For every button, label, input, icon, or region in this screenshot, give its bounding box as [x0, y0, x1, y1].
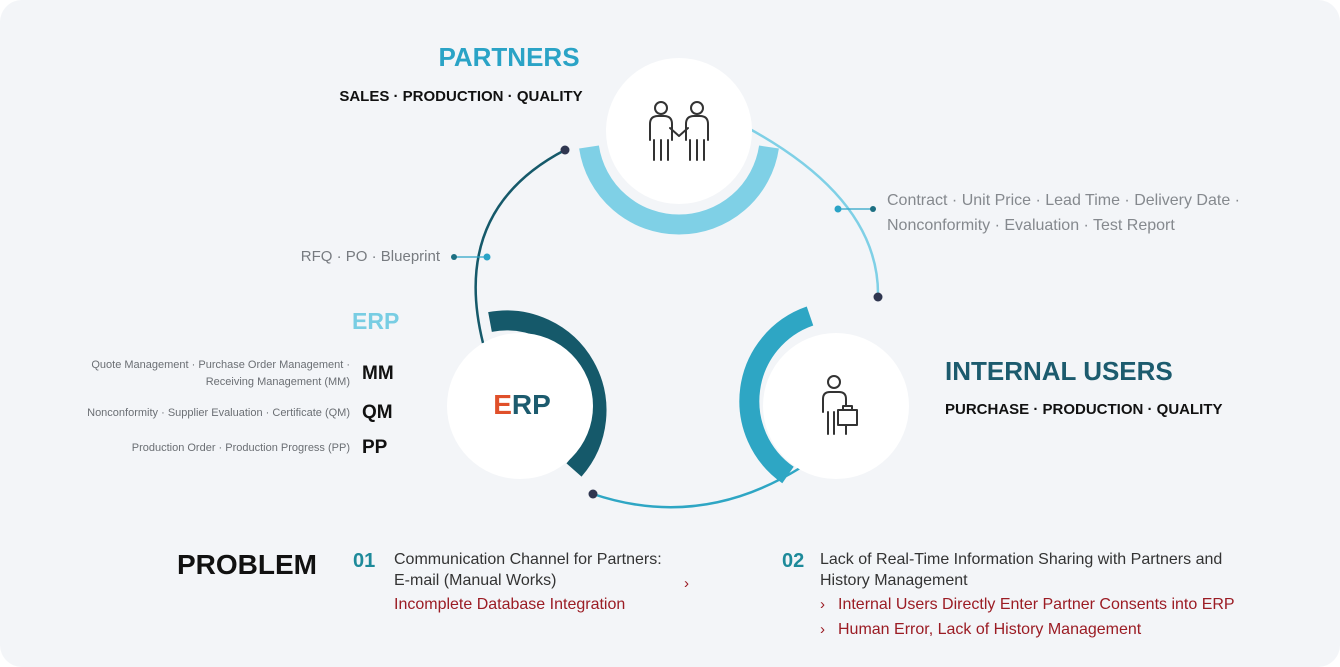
connector-dot [870, 206, 876, 212]
problem-heading: PROBLEM [177, 549, 317, 580]
problem-02-line1: Lack of Real-Time Information Sharing wi… [820, 551, 1223, 568]
module-pp-description: Production Order · Production Progress (… [131, 442, 350, 454]
chevron-right-icon: › [820, 596, 825, 613]
erp-logo: ERP [447, 389, 597, 421]
chevron-right-icon: › [820, 621, 825, 638]
module-mm-description: Quote Management · Purchase Order Manage… [0, 357, 350, 391]
module-mm-desc-line1: Quote Management · Purchase Order Manage… [91, 359, 350, 371]
partners-internal-flow-label: Contract · Unit Price · Lead Time · Deli… [887, 188, 1267, 238]
chevron-right-icon: › [684, 575, 689, 592]
internal-users-node [763, 333, 909, 479]
problem-02-number: 02 [782, 550, 805, 572]
problem-02-consequence-2: Human Error, Lack of History Management [838, 621, 1142, 638]
module-mm-code: MM [362, 363, 394, 384]
internal-users-subtitle: PURCHASE · PRODUCTION · QUALITY [945, 401, 1223, 418]
connector-dot [451, 254, 457, 260]
arc-end-dot [560, 145, 570, 155]
partners-subtitle: SALES · PRODUCTION · QUALITY [339, 88, 583, 105]
partners-title: PARTNERS [438, 42, 580, 72]
erp-node [447, 333, 593, 479]
erp-logo-rest: RP [511, 389, 551, 420]
module-pp-code: PP [362, 437, 388, 458]
person-briefcase-icon [822, 375, 858, 435]
module-mm-desc-line2: Receiving Management (MM) [205, 376, 350, 388]
erp-logo-e: E [493, 389, 512, 420]
arc-end-dot [873, 292, 883, 302]
erp-ring-arc [488, 310, 607, 477]
module-qm-code: QM [362, 402, 393, 423]
flow-label-line1: Contract · Unit Price · Lead Time · Deli… [887, 192, 1240, 209]
arc-erp-to-partners [474, 148, 566, 344]
problem-01-consequence: Incomplete Database Integration [394, 596, 626, 613]
module-qm-description: Nonconformity · Supplier Evaluation · Ce… [87, 407, 350, 419]
problem-01-text: Communication Channel for Partners: E-ma… [394, 549, 662, 591]
problem-02-consequence-1: Internal Users Directly Enter Partner Co… [838, 596, 1235, 613]
problem-01-number: 01 [353, 550, 376, 572]
arc-end-dot [588, 489, 598, 499]
problem-01-line2: E-mail (Manual Works) [394, 572, 557, 589]
problem-02-text: Lack of Real-Time Information Sharing wi… [820, 549, 1222, 591]
partners-ring-arc [579, 145, 779, 235]
arc-partners-to-internal [747, 126, 880, 298]
internal-users-title: INTERNAL USERS [945, 356, 1173, 386]
connector-dot [483, 253, 491, 261]
partners-erp-flow-label: RFQ · PO · Blueprint [300, 248, 440, 265]
problem-01-line1: Communication Channel for Partners: [394, 551, 662, 568]
problem-02-line2: History Management [820, 572, 968, 589]
partners-node [606, 58, 752, 204]
arc-internal-to-erp [592, 466, 801, 509]
erp-title: ERP [352, 308, 400, 334]
internal-ring-arc [739, 306, 814, 484]
handshake-people-icon [649, 101, 709, 161]
flow-label-line2: Nonconformity · Evaluation · Test Report [887, 217, 1175, 234]
connector-dot [834, 205, 842, 213]
